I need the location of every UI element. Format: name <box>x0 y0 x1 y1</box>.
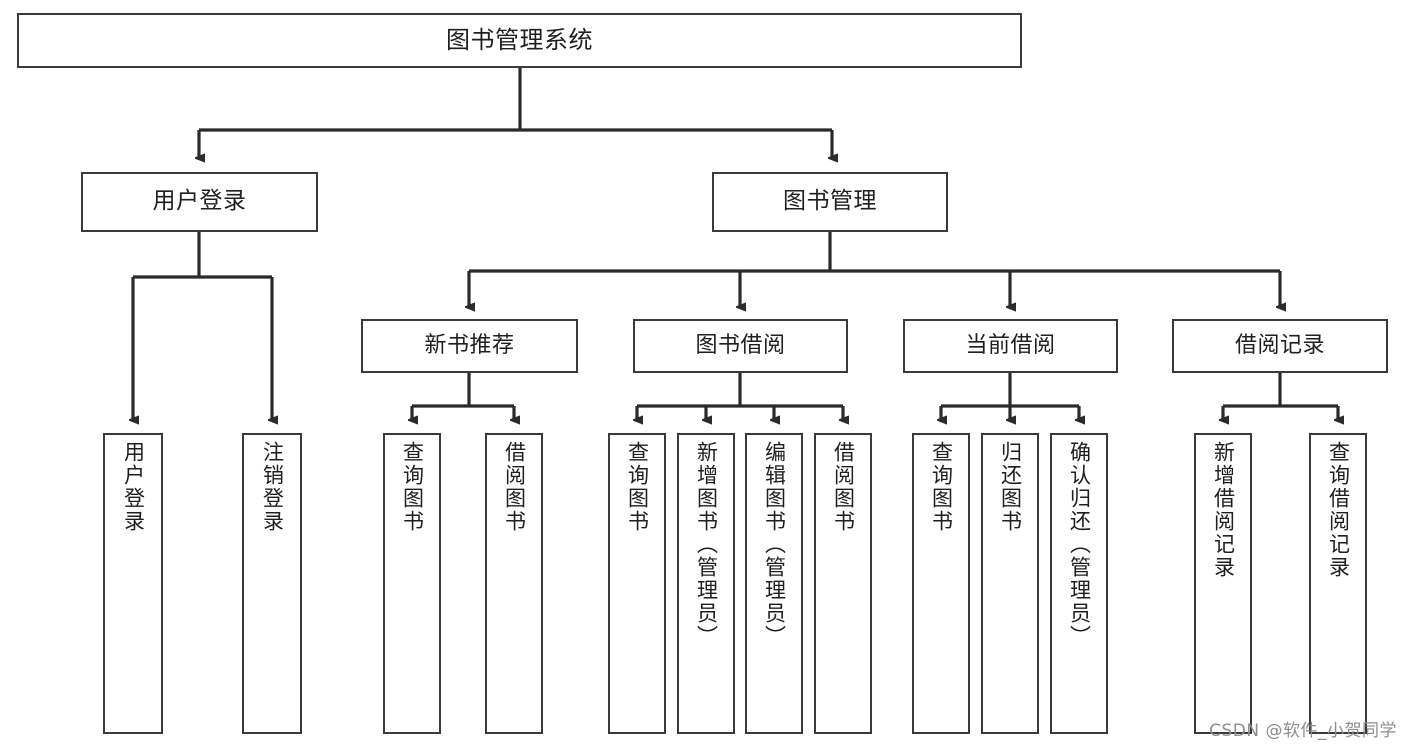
node-label: 归还图书 <box>998 441 1023 533</box>
node-leaf-user-login[interactable]: 用户登录 <box>103 433 163 734</box>
node-label: 图书借阅 <box>695 333 786 359</box>
node-leaf-return-book[interactable]: 归还图书 <box>981 433 1039 734</box>
node-label: 当前借阅 <box>965 333 1056 359</box>
node-leaf-borrow-book-2[interactable]: 借阅图书 <box>814 433 872 734</box>
node-leaf-query-book-3[interactable]: 查询图书 <box>912 433 970 734</box>
node-leaf-borrow-book-1[interactable]: 借阅图书 <box>485 433 543 734</box>
node-label: 确认归还（管理员） <box>1067 441 1092 648</box>
node-current-borrow[interactable]: 当前借阅 <box>903 319 1118 373</box>
csdn-watermark: CSDN @软件_小贺同学 <box>1209 721 1397 741</box>
node-leaf-query-book-2[interactable]: 查询图书 <box>608 433 666 734</box>
node-leaf-logout-login[interactable]: 注销登录 <box>242 433 302 734</box>
node-leaf-edit-book[interactable]: 编辑图书（管理员） <box>745 433 803 734</box>
node-label: 查询借阅记录 <box>1326 441 1351 579</box>
node-root-book-management-system[interactable]: 图书管理系统 <box>17 13 1022 68</box>
node-leaf-query-book-1[interactable]: 查询图书 <box>383 433 441 734</box>
node-label: 新增图书（管理员） <box>694 441 719 648</box>
node-leaf-confirm-return[interactable]: 确认归还（管理员） <box>1050 433 1108 734</box>
node-label: 查询图书 <box>400 441 425 533</box>
node-label: 新书推荐 <box>424 333 515 359</box>
node-label: 借阅记录 <box>1234 333 1325 359</box>
node-label: 用户登录 <box>121 441 146 533</box>
node-label: 查询图书 <box>929 441 954 533</box>
node-new-book-recommend[interactable]: 新书推荐 <box>361 319 578 373</box>
node-book-borrow[interactable]: 图书借阅 <box>633 319 848 373</box>
node-leaf-add-book[interactable]: 新增图书（管理员） <box>677 433 735 734</box>
node-label: 查询图书 <box>625 441 650 533</box>
node-label: 图书管理 <box>783 188 877 215</box>
node-leaf-add-borrow-record[interactable]: 新增借阅记录 <box>1194 433 1252 734</box>
node-label: 借阅图书 <box>831 441 856 533</box>
node-label: 注销登录 <box>260 441 285 533</box>
node-book-management[interactable]: 图书管理 <box>712 172 948 232</box>
node-label: 用户登录 <box>152 188 247 215</box>
node-borrow-record[interactable]: 借阅记录 <box>1172 319 1388 373</box>
node-leaf-query-borrow-record[interactable]: 查询借阅记录 <box>1309 433 1367 734</box>
node-label: 编辑图书（管理员） <box>762 441 787 648</box>
node-label: 图书管理系统 <box>446 26 593 55</box>
node-label: 新增借阅记录 <box>1211 441 1236 579</box>
node-user-login[interactable]: 用户登录 <box>81 172 318 232</box>
node-label: 借阅图书 <box>502 441 527 533</box>
